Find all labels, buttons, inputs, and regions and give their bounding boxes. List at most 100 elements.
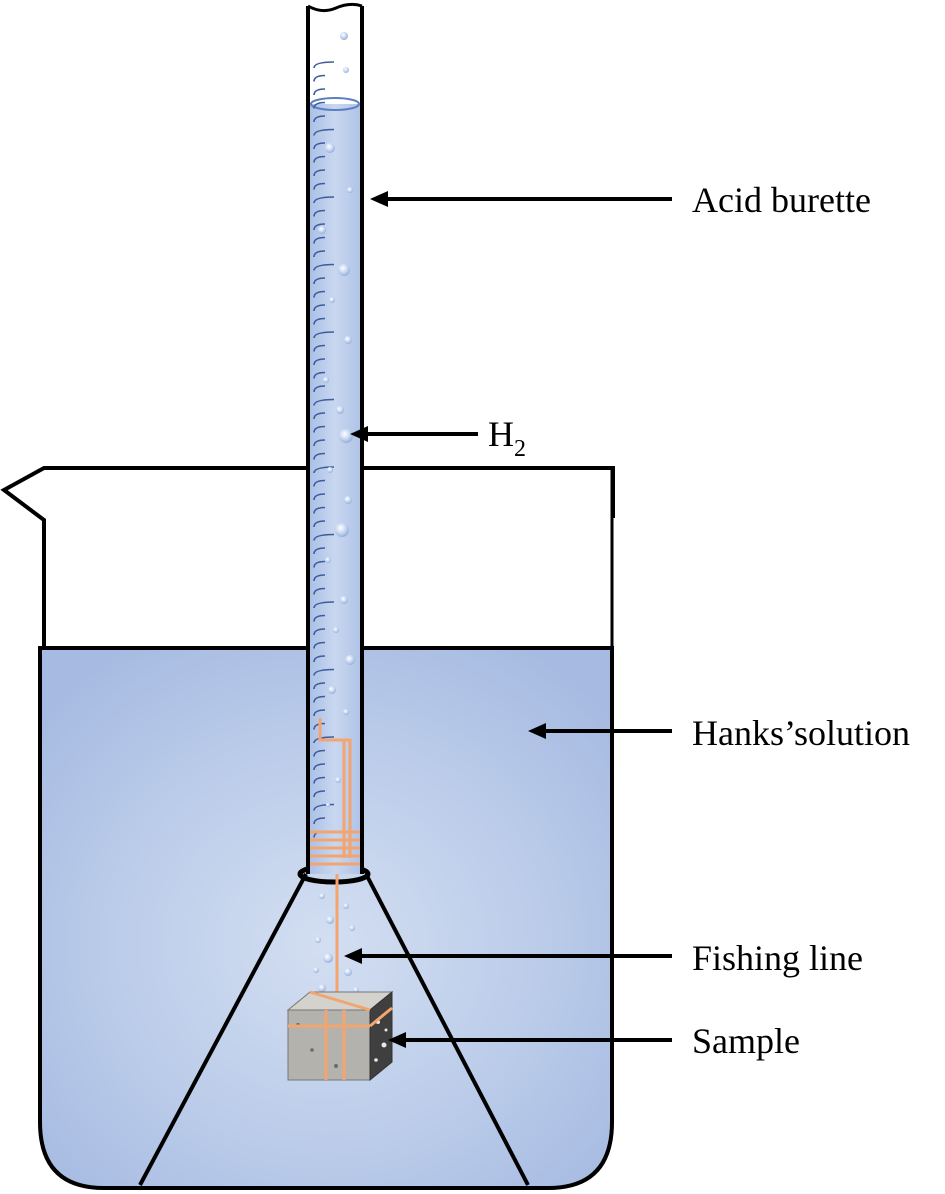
burette-tick <box>313 250 326 258</box>
burette-tick <box>313 61 335 69</box>
burette-tick <box>313 88 326 96</box>
burette-tick <box>313 115 326 123</box>
sample-binding-line <box>288 990 393 1080</box>
bubble <box>326 916 334 924</box>
bubble <box>345 655 355 665</box>
bubble <box>327 467 333 473</box>
bubble <box>323 377 329 383</box>
hanks-solution-body <box>38 646 614 1190</box>
burette-tick <box>313 749 326 757</box>
burette-tick <box>313 209 326 217</box>
burette-tick <box>313 790 326 798</box>
burette-tick <box>313 520 326 528</box>
burette-tick <box>313 722 326 730</box>
arrow-acid-burette <box>370 191 672 207</box>
bubble <box>319 893 325 899</box>
labels: Acid burette H2 Hanks’solution Fishing l… <box>488 180 910 1061</box>
label-h2-main: H <box>488 414 514 454</box>
bubble <box>326 803 330 807</box>
bubble <box>347 187 353 193</box>
fishing-line-hook <box>318 718 352 858</box>
burette-tick <box>313 587 326 595</box>
bubble <box>315 937 321 943</box>
sample-front-face <box>287 1009 371 1081</box>
bubble <box>333 627 339 633</box>
burette-tick <box>313 128 335 136</box>
burette-meniscus <box>310 97 360 111</box>
burette-tick <box>313 817 326 825</box>
burette-tick <box>313 466 335 474</box>
burette-tick <box>313 682 326 690</box>
burette-tick <box>313 452 326 460</box>
burette-tick <box>313 628 326 636</box>
burette-scale-ticks <box>313 61 335 838</box>
burette-tick <box>313 344 326 352</box>
acid-burette <box>306 2 364 874</box>
burette-tick <box>313 506 326 514</box>
bubble <box>335 777 341 783</box>
burette-tick <box>313 560 326 568</box>
bubble <box>343 709 349 715</box>
burette-tick <box>313 709 326 717</box>
burette-tick <box>313 331 335 339</box>
burette-tick <box>313 182 326 190</box>
arrow-sample <box>388 1032 672 1048</box>
arrow-fishing-line <box>344 948 672 964</box>
burette-tick <box>313 776 326 784</box>
bubble <box>340 596 348 604</box>
burette-tick <box>313 574 326 582</box>
label-acid-burette: Acid burette <box>692 180 871 220</box>
burette-tick <box>313 196 335 204</box>
burette-tick <box>313 668 335 676</box>
bubble <box>329 297 335 303</box>
bubble <box>344 496 352 504</box>
burette-tick <box>313 763 326 771</box>
funnel-right-side <box>364 873 530 1186</box>
burette-tick <box>313 142 326 150</box>
burette-empty-top <box>308 6 362 106</box>
bubble <box>339 429 353 443</box>
arrow-h2 <box>350 426 478 442</box>
burette-tick <box>313 290 326 298</box>
burette-tick <box>313 695 326 703</box>
arrow-hanks-solution <box>528 723 672 739</box>
bubble <box>318 984 326 992</box>
label-h2-subscript: 2 <box>514 436 526 462</box>
bubble <box>340 32 348 40</box>
label-h2: H2 <box>488 414 526 462</box>
burette-tick <box>313 641 326 649</box>
burette-tick <box>313 236 326 244</box>
burette-top-cut <box>307 2 363 13</box>
burette-tick <box>313 533 335 541</box>
bubble <box>344 968 352 976</box>
bubble <box>343 903 349 909</box>
burette-tick <box>313 614 326 622</box>
bubble <box>318 226 326 234</box>
sample-pits <box>374 1020 388 1062</box>
burette-tick <box>313 317 326 325</box>
burette-tick <box>313 425 326 433</box>
arrows <box>344 191 672 1048</box>
burette-tick <box>313 398 335 406</box>
burette-tick <box>313 101 326 109</box>
burette-tick <box>313 439 326 447</box>
burette-tick <box>313 169 326 177</box>
burette-tick <box>313 655 326 663</box>
burette-bubbles <box>318 32 355 807</box>
burette-tick <box>313 223 326 231</box>
bubble <box>344 336 352 344</box>
bubble <box>325 557 331 563</box>
bubble <box>313 967 319 973</box>
bubble <box>335 523 349 537</box>
bubble <box>338 264 350 276</box>
burette-tick <box>313 74 326 82</box>
burette-tick <box>313 371 326 379</box>
burette-tick <box>313 479 326 487</box>
label-fishing-line: Fishing line <box>692 938 863 978</box>
burette-tick <box>313 412 326 420</box>
label-hanks-solution: Hanks’solution <box>692 713 910 753</box>
sample-cube <box>286 990 394 1082</box>
label-sample: Sample <box>692 1021 800 1061</box>
bubble <box>323 953 333 963</box>
